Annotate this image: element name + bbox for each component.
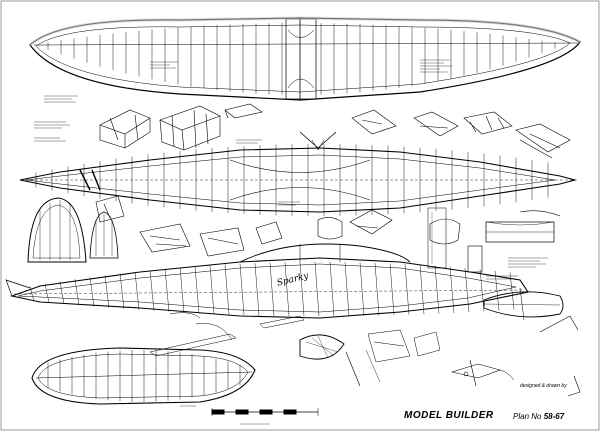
construction-sketches <box>95 103 571 257</box>
fuselage-side-view <box>5 243 529 319</box>
plan-number-label: Plan No <box>513 412 542 421</box>
detail-parts-right <box>427 207 581 397</box>
annotation-lines <box>34 59 548 425</box>
designer-credit: designed & drawn by <box>520 383 567 389</box>
scale-bar <box>211 408 319 416</box>
publisher-title: MODEL BUILDER <box>404 410 494 421</box>
fin-outline <box>27 197 119 263</box>
detail-sketches-bottom <box>149 312 441 387</box>
wing-planform-top <box>28 16 581 101</box>
fuselage-top-view <box>19 144 578 216</box>
plan-number: Plan No 58-67 <box>513 412 564 421</box>
plan-number-value: 58-67 <box>543 412 565 421</box>
stabilizer-planform <box>31 347 256 405</box>
